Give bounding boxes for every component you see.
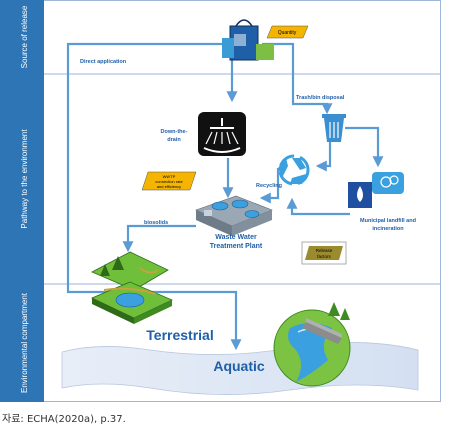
section-band-source: Source of release <box>0 0 44 74</box>
down-the-drain-label-1: Down-the- <box>161 129 188 135</box>
section-label-source: Source of release <box>20 5 29 68</box>
release-factors-line-2: factors <box>317 254 331 259</box>
source-caption: 자료: ECHA(2020a), p.37. <box>2 414 126 425</box>
recycling-icon <box>278 154 310 186</box>
section-band-compartment: Environmental compartment <box>0 284 44 402</box>
aquatic-label: Aquatic <box>213 358 265 374</box>
section-label-compartment: Environmental compartment <box>20 292 29 393</box>
municipal-label-2: incineration <box>372 226 404 232</box>
terrestrial-label: Terrestrial <box>146 327 213 343</box>
quantity-label: Quantity <box>278 30 297 36</box>
wwtp-plant-icon <box>195 195 273 236</box>
release-factors-line-1: Release <box>316 248 333 253</box>
direct-application-label: Direct application <box>80 59 127 65</box>
flow-arrows <box>66 42 384 351</box>
wwtp-note-line-3: and efficiency <box>157 184 181 189</box>
trash-disposal-label: Trash/bin disposal <box>296 95 345 101</box>
section-label-pathway: Pathway to the environment <box>20 129 29 229</box>
trash-bin-icon <box>322 114 346 142</box>
drain-icon <box>198 112 246 156</box>
municipal-label-1: Municipal landfill and <box>360 218 416 224</box>
wwtp-note-line-2: connection rate <box>155 179 183 184</box>
section-band-pathway: Pathway to the environment <box>0 74 44 284</box>
recycling-label: Recycling <box>256 183 282 189</box>
wwtp-label-1: Waste Water <box>215 234 257 241</box>
wwtp-label-2: Treatment Plant <box>210 243 263 250</box>
product-bag-icon <box>222 19 274 61</box>
terrestrial-landscape-icon <box>91 251 173 324</box>
landfill-incineration-icon <box>348 172 404 208</box>
quantity-note: Quantity <box>266 25 309 39</box>
aquatic-river-icon <box>273 302 351 387</box>
down-the-drain-label-2: drain <box>167 137 181 143</box>
release-factors-note: Release factors <box>301 241 347 265</box>
wwtp-note-line-1: WWTP <box>163 174 176 179</box>
wwtp-connection-note: WWTP connection rate and efficiency <box>141 171 197 191</box>
biosolids-label: biosolids <box>144 220 168 226</box>
